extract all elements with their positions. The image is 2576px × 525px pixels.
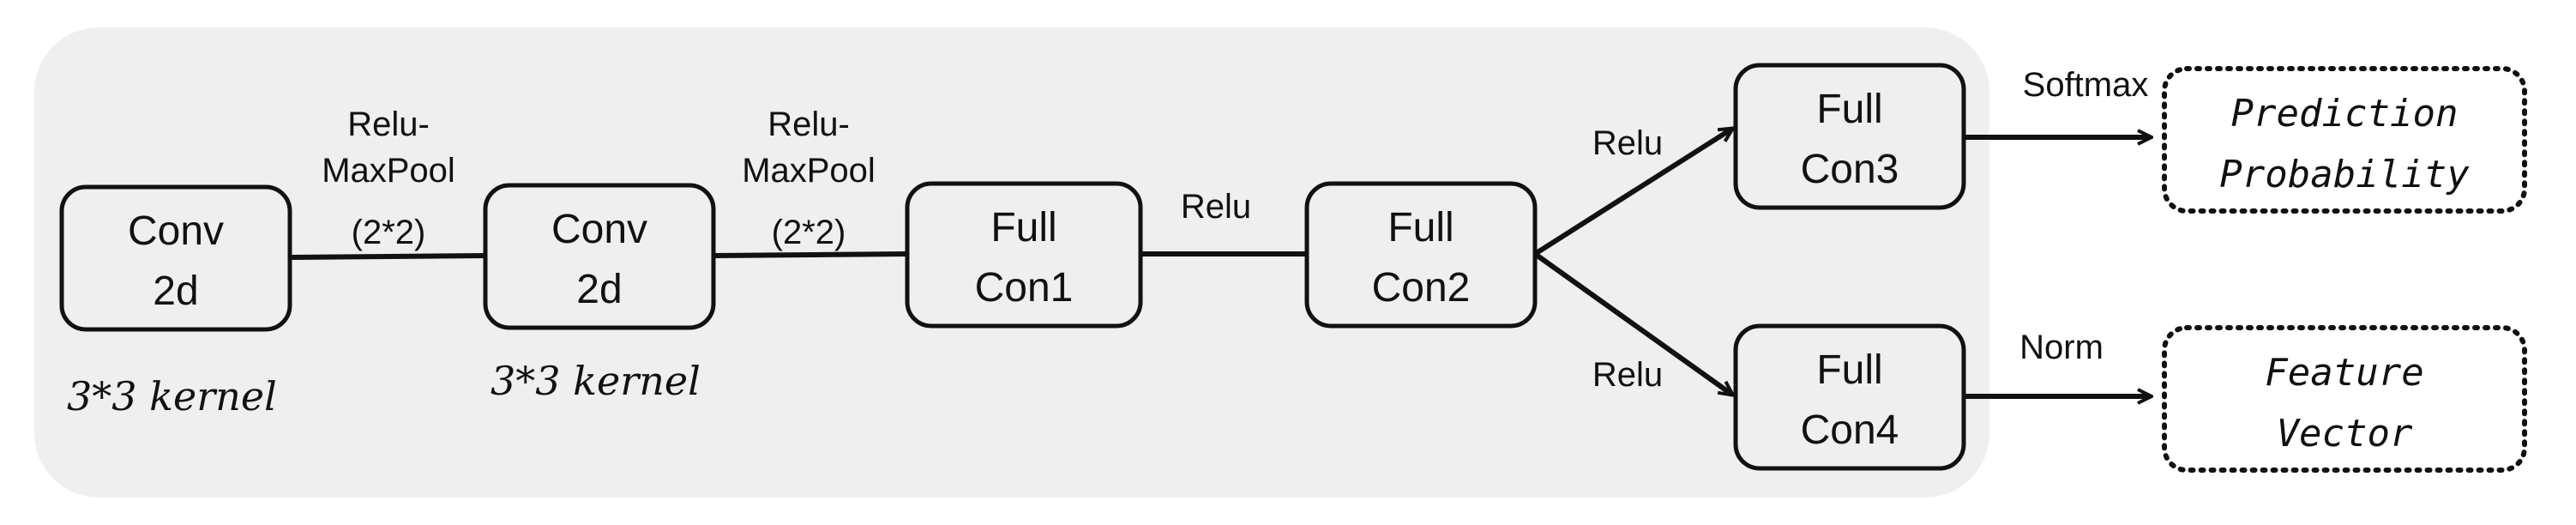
edge-label-fc2-fc4: Relu: [1592, 356, 1663, 394]
edge-conv2-fc1: [713, 251, 908, 258]
edge-label-fc3-out: Softmax: [2023, 66, 2149, 104]
conv2-kernel-note: 3*3 kernel: [491, 358, 701, 404]
layer-conv1-line1: Conv: [128, 208, 224, 254]
layer-fc1-line1: Full: [990, 205, 1056, 250]
edge-label-fc4-out: Norm: [2019, 329, 2104, 366]
edge-label-conv1-conv2-line2: MaxPool: [322, 152, 455, 190]
layer-fc3-line1: Full: [1816, 87, 1882, 132]
output-prediction-line1: Prediction: [2231, 92, 2459, 136]
edge-label-conv2-fc1-line2: MaxPool: [742, 152, 876, 190]
output-prediction-line2: Probability: [2219, 153, 2470, 196]
layer-fc4-line2: Con4: [1801, 407, 1899, 453]
layer-conv2-line2: 2d: [576, 267, 622, 312]
layer-conv1: Conv 2d: [59, 184, 292, 332]
layer-fc3: Full Con3: [1733, 63, 1966, 210]
conv1-kernel-note: 3*3 kernel: [67, 373, 277, 419]
output-prediction-probability: Prediction Probability: [2162, 66, 2527, 214]
layer-fc1-line2: Con1: [975, 265, 1074, 311]
edge-label-conv2-fc1-line3: (2*2): [772, 214, 846, 251]
layer-fc4: Full Con4: [1733, 323, 1966, 471]
layer-fc1: Full Con1: [905, 181, 1143, 329]
layer-conv1-line2: 2d: [153, 269, 198, 314]
edge-label-conv2-fc1-line1: Relu-: [767, 106, 850, 143]
layer-fc2-line1: Full: [1387, 205, 1454, 250]
edge-fc2-fc3: [1533, 129, 1732, 256]
edge-label-fc2-fc3: Relu: [1592, 124, 1663, 162]
layer-conv2-line1: Conv: [551, 207, 647, 252]
edge-label-fc1-fc2: Relu: [1181, 188, 1251, 226]
edge-label-conv1-conv2-line1: Relu-: [347, 106, 430, 143]
layer-fc4-line1: Full: [1816, 347, 1882, 393]
layer-fc2: Full Con2: [1304, 181, 1538, 329]
output-feature-vector: Feature Vector: [2162, 325, 2527, 473]
edge-label-conv1-conv2-line3: (2*2): [352, 214, 426, 251]
output-feature-line1: Feature: [2265, 351, 2423, 395]
output-feature-line2: Vector: [2277, 412, 2413, 456]
layer-fc3-line2: Con3: [1801, 147, 1899, 192]
layer-conv2: Conv 2d: [483, 183, 716, 330]
layer-fc2-line2: Con2: [1372, 265, 1471, 311]
edge-conv1-conv2: [291, 253, 486, 260]
edge-fc2-fc4: [1533, 251, 1732, 395]
